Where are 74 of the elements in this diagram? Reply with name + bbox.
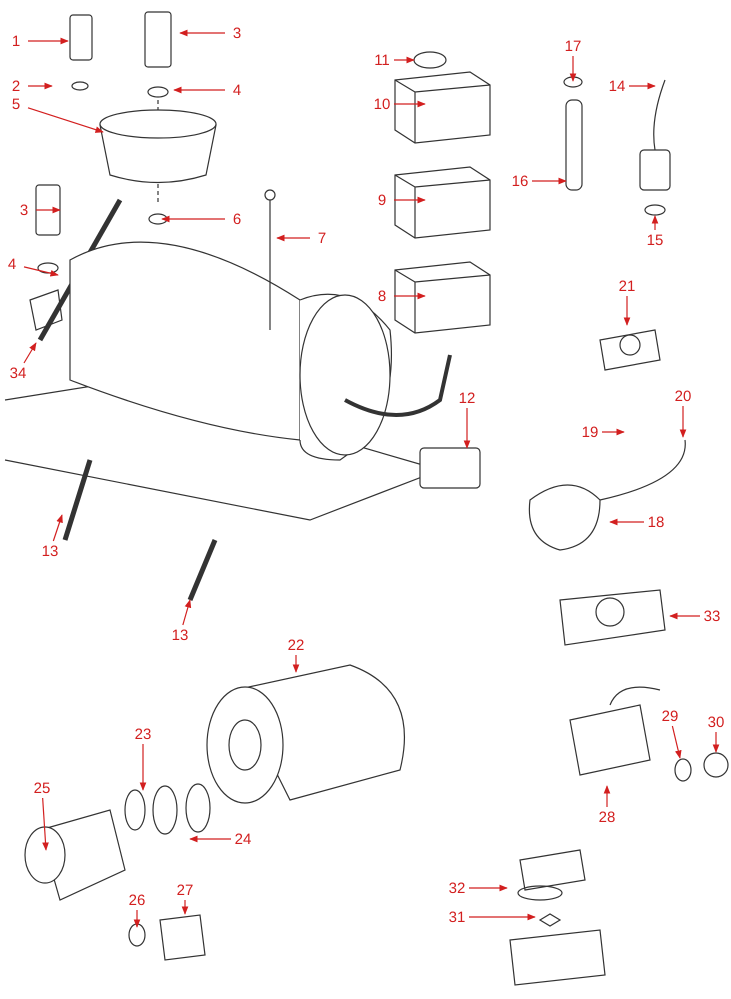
callout-number: 3 bbox=[12, 200, 36, 220]
callout-number: 3 bbox=[225, 23, 249, 43]
leader-line bbox=[570, 56, 576, 82]
leader-line bbox=[52, 514, 63, 542]
callout-number: 32 bbox=[445, 878, 469, 898]
leader-line bbox=[469, 884, 508, 892]
leader-line bbox=[276, 234, 310, 242]
leader-line bbox=[469, 914, 536, 920]
leader-line bbox=[292, 655, 300, 673]
leader-line bbox=[712, 732, 720, 753]
callout-number: 20 bbox=[671, 386, 695, 406]
leader-line bbox=[28, 82, 53, 90]
leader-line bbox=[42, 798, 49, 851]
callout-number: 19 bbox=[578, 422, 602, 442]
callout-number: 13 bbox=[38, 541, 62, 561]
callout-number: 30 bbox=[704, 712, 728, 732]
leader-line bbox=[134, 910, 140, 928]
leader-line bbox=[394, 196, 426, 204]
callout-number: 31 bbox=[445, 907, 469, 927]
leader-line bbox=[182, 900, 188, 915]
leader-line bbox=[629, 82, 656, 90]
callout-number: 28 bbox=[595, 807, 619, 827]
callout-number: 7 bbox=[310, 228, 334, 248]
callout-number: 21 bbox=[615, 276, 639, 296]
callout-number: 4 bbox=[0, 254, 24, 274]
callout-number: 9 bbox=[370, 190, 394, 210]
leader-line bbox=[394, 100, 426, 108]
leader-line bbox=[179, 30, 225, 36]
callout-number: 17 bbox=[561, 36, 585, 56]
callout-number: 4 bbox=[225, 80, 249, 100]
callout-number: 34 bbox=[6, 363, 30, 383]
callout-number: 16 bbox=[508, 171, 532, 191]
leader-line bbox=[464, 408, 470, 449]
leader-line bbox=[532, 178, 567, 184]
leader-line bbox=[394, 56, 415, 64]
callout-number: 2 bbox=[4, 76, 28, 96]
leader-line bbox=[140, 744, 146, 791]
callout-number: 6 bbox=[225, 209, 249, 229]
leader-line bbox=[189, 836, 231, 842]
callout-number: 11 bbox=[370, 50, 394, 70]
leader-line bbox=[602, 428, 625, 436]
callout-number: 26 bbox=[125, 890, 149, 910]
leader-line bbox=[672, 726, 682, 759]
callout-number: 12 bbox=[455, 388, 479, 408]
leader-line bbox=[173, 86, 225, 94]
leader-line bbox=[604, 785, 610, 807]
leader-line bbox=[36, 206, 61, 214]
callout-number: 14 bbox=[605, 76, 629, 96]
callout-number: 33 bbox=[700, 606, 724, 626]
leader-line bbox=[652, 215, 658, 230]
callout-number: 15 bbox=[643, 230, 667, 250]
callout-number: 22 bbox=[284, 635, 308, 655]
leader-line bbox=[609, 518, 644, 526]
callout-number: 10 bbox=[370, 94, 394, 114]
callout-number: 29 bbox=[658, 706, 682, 726]
leader-line bbox=[161, 216, 225, 222]
leader-line bbox=[182, 599, 192, 626]
callout-number: 8 bbox=[370, 286, 394, 306]
callout-number: 24 bbox=[231, 829, 255, 849]
callout-number: 1 bbox=[4, 31, 28, 51]
callout-number: 25 bbox=[30, 778, 54, 798]
callout-number: 18 bbox=[644, 512, 668, 532]
leader-line bbox=[28, 38, 69, 44]
leader-line bbox=[24, 266, 59, 276]
callout-number: 13 bbox=[168, 625, 192, 645]
leader-line bbox=[624, 296, 630, 326]
callout-number: 5 bbox=[4, 94, 28, 114]
leader-line bbox=[28, 107, 104, 133]
callout-number: 23 bbox=[131, 724, 155, 744]
leader-line bbox=[669, 612, 700, 620]
leader-line bbox=[23, 342, 37, 364]
leader-line bbox=[394, 292, 426, 300]
leader-line bbox=[680, 406, 686, 438]
callout-number: 27 bbox=[173, 880, 197, 900]
